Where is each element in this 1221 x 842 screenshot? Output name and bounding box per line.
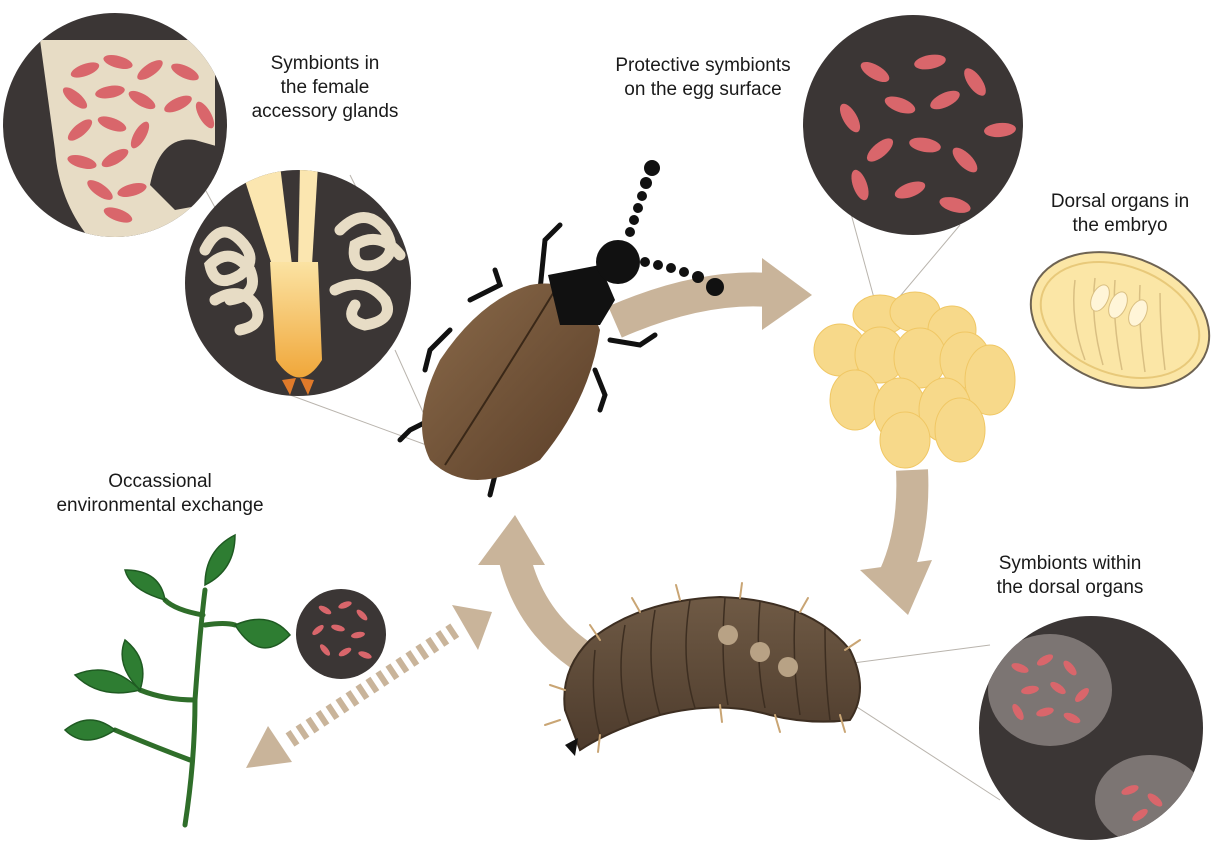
lens-gland-symbionts: [3, 13, 230, 250]
larva: [545, 583, 860, 756]
plant: [65, 535, 290, 825]
embryo: [1012, 228, 1221, 411]
label-gland-symbionts: Symbionts in the female accessory glands: [245, 52, 405, 124]
lens-environmental-symbionts: [296, 589, 386, 679]
lens-accessory-glands: [185, 165, 411, 396]
label-environmental-exchange: Occassional environmental exchange: [40, 470, 280, 518]
label-embryo: Dorsal organs in the embryo: [1030, 190, 1210, 238]
cycle-arrow-eggs-to-larva: [860, 470, 932, 615]
label-dorsal-organs: Symbionts within the dorsal organs: [970, 552, 1170, 600]
lens-dorsal-organ-symbionts: [979, 616, 1205, 842]
adult-beetle: [400, 160, 724, 495]
label-egg-surface: Protective symbionts on the egg surface: [598, 54, 808, 102]
lens-egg-surface-symbionts: [803, 15, 1023, 235]
egg-cluster: [814, 292, 1015, 468]
cycle-arrow-larva-to-beetle: [478, 515, 580, 655]
